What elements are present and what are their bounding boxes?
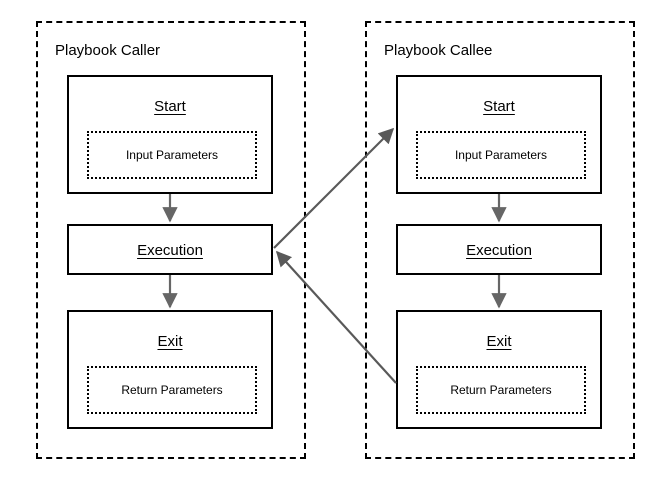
node-title-callee-execution: Execution <box>466 242 532 259</box>
node-caller-execution[interactable]: Execution <box>67 224 273 275</box>
lane-title-caller: Playbook Caller <box>55 42 161 59</box>
param-box-caller-input: Input Parameters <box>87 131 257 179</box>
node-callee-exit[interactable]: Exit Return Parameters <box>396 310 602 429</box>
node-title-callee-start: Start <box>483 98 515 115</box>
node-title-callee-exit: Exit <box>486 333 512 350</box>
param-box-callee-input: Input Parameters <box>416 131 586 179</box>
param-label-callee-return: Return Parameters <box>450 383 552 397</box>
node-title-caller-execution: Execution <box>137 242 203 259</box>
param-box-callee-return: Return Parameters <box>416 366 586 414</box>
param-label-caller-return: Return Parameters <box>121 383 223 397</box>
lane-title-callee: Playbook Callee <box>384 42 493 59</box>
node-callee-start[interactable]: Start Input Parameters <box>396 75 602 194</box>
node-callee-execution[interactable]: Execution <box>396 224 602 275</box>
param-label-caller-input: Input Parameters <box>125 148 219 162</box>
node-caller-exit[interactable]: Exit Return Parameters <box>67 310 273 429</box>
param-box-caller-return: Return Parameters <box>87 366 257 414</box>
node-title-caller-start: Start <box>154 98 186 115</box>
node-title-caller-exit: Exit <box>157 333 183 350</box>
node-caller-start[interactable]: Start Input Parameters <box>67 75 273 194</box>
param-label-callee-input: Input Parameters <box>454 148 548 162</box>
